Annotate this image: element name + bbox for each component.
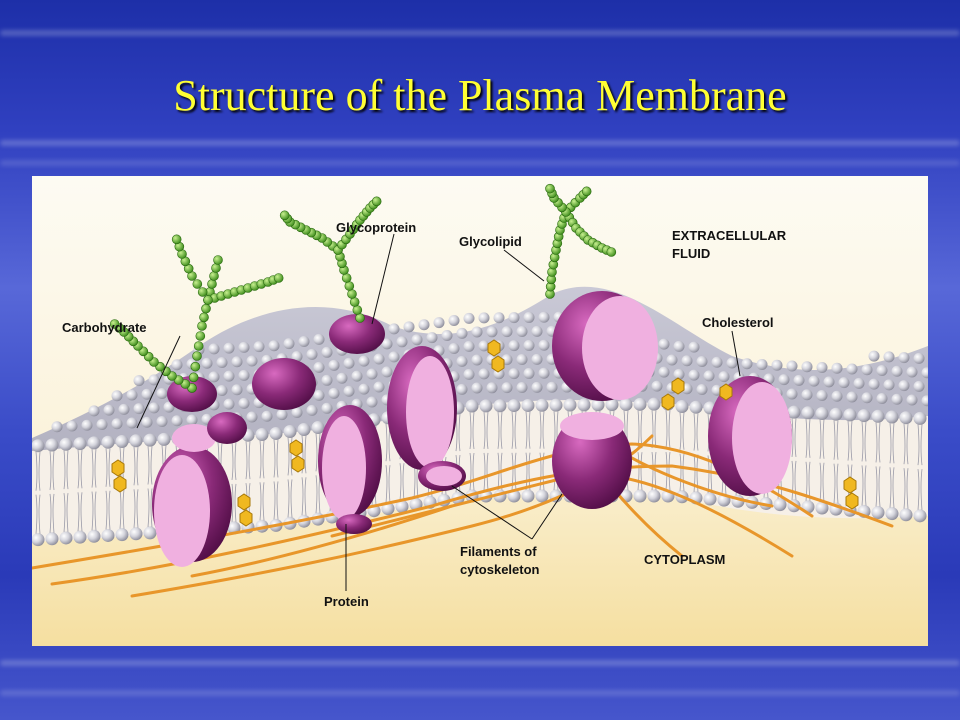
membrane-diagram: Glycoprotein Glycolipid EXTRACELLULAR FL…	[32, 176, 928, 646]
cholesterol-molecules	[111, 339, 859, 527]
label-glycoprotein: Glycoprotein	[336, 220, 416, 235]
slide-title: Structure of the Plasma Membrane	[173, 71, 787, 120]
label-filaments: Filaments of	[460, 544, 537, 559]
label-carbohydrate: Carbohydrate	[62, 320, 147, 335]
label-cytoplasm: CYTOPLASM	[644, 552, 725, 567]
membrane-illustration: Glycoprotein Glycolipid EXTRACELLULAR FL…	[32, 176, 928, 646]
leader-lines	[136, 233, 741, 591]
label-protein: Protein	[324, 594, 369, 609]
carbohydrate-chains	[109, 183, 617, 393]
label-cholesterol: Cholesterol	[702, 315, 774, 330]
label-glycolipid: Glycolipid	[459, 234, 522, 249]
label-fluid: FLUID	[672, 246, 710, 261]
label-extracellular: EXTRACELLULAR	[672, 228, 787, 243]
membrane-proteins	[152, 291, 792, 567]
label-cytoskeleton: cytoskeleton	[460, 562, 540, 577]
diagram-labels: Glycoprotein Glycolipid EXTRACELLULAR FL…	[62, 220, 787, 609]
